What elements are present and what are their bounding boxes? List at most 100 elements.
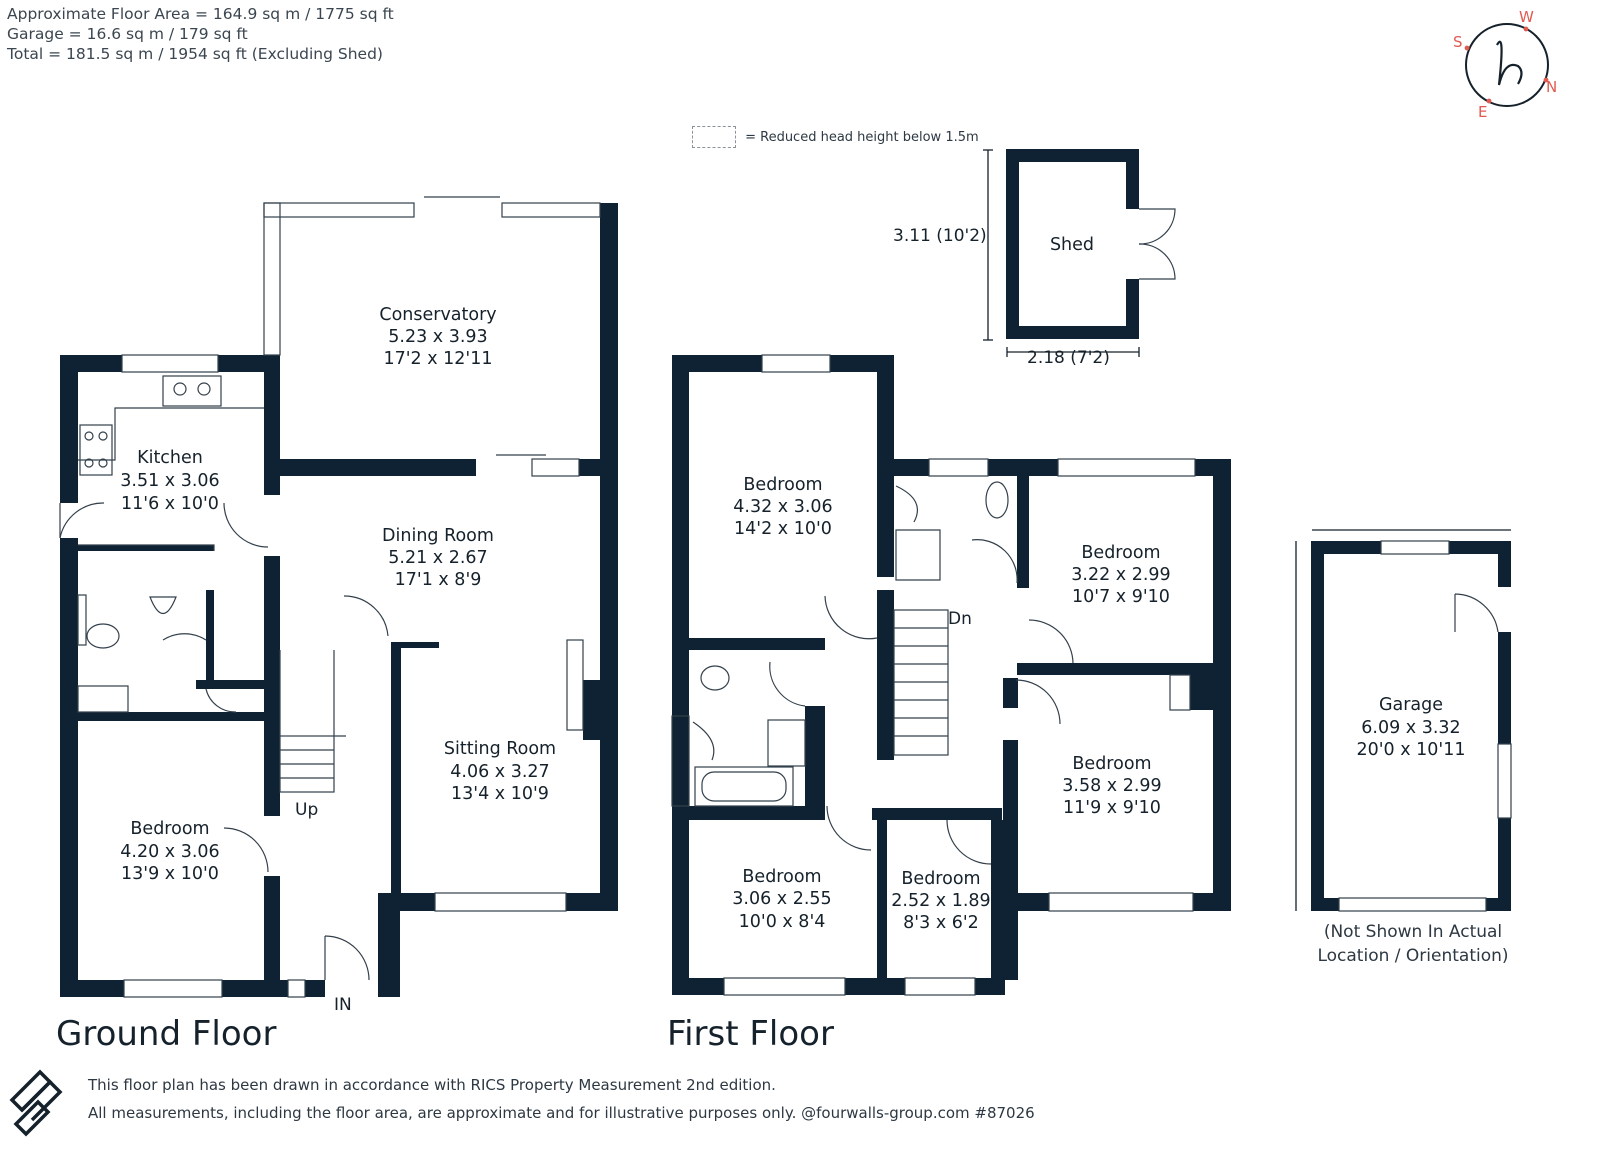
room-imperial: 11'9 x 9'10 bbox=[1063, 798, 1161, 818]
wall bbox=[391, 642, 401, 894]
area-line-total: Total = 181.5 sq m / 1954 sq ft (Excludi… bbox=[7, 45, 383, 63]
wall bbox=[264, 355, 280, 495]
wall bbox=[579, 459, 618, 476]
wall bbox=[196, 680, 280, 689]
ground-room-labels: Conservatory 5.23 x 3.93 17'2 x 12'11 Ki… bbox=[120, 305, 556, 1015]
wall bbox=[872, 808, 1002, 820]
wall bbox=[60, 355, 78, 503]
shed-wall bbox=[1006, 149, 1139, 162]
wall bbox=[1003, 678, 1018, 708]
wall bbox=[975, 978, 1005, 995]
wall bbox=[1017, 476, 1029, 588]
conservatory-frame bbox=[263, 202, 415, 218]
entrance-label: IN bbox=[334, 995, 352, 1015]
garage-imperial: 20'0 x 10'11 bbox=[1356, 740, 1465, 760]
wall bbox=[206, 590, 214, 680]
room-name: Bedroom bbox=[1081, 543, 1160, 563]
room-metric: 3.51 x 3.06 bbox=[120, 471, 219, 491]
room-metric: 3.22 x 2.99 bbox=[1071, 565, 1170, 585]
room-name: Dining Room bbox=[382, 526, 494, 546]
garage-wall bbox=[1498, 541, 1511, 587]
garage-note-line1: (Not Shown In Actual bbox=[1323, 922, 1503, 942]
garage-wall bbox=[1311, 898, 1339, 911]
hob-icon bbox=[79, 424, 113, 476]
room-metric: 5.21 x 2.67 bbox=[388, 548, 487, 568]
basin-icon bbox=[895, 485, 918, 523]
wall bbox=[1003, 740, 1018, 830]
garage-metric: 6.09 x 3.32 bbox=[1361, 718, 1460, 738]
wall bbox=[845, 978, 905, 995]
shed-wall bbox=[1006, 149, 1019, 339]
footer-rics-note: This floor plan has been drawn in accord… bbox=[88, 1076, 776, 1094]
compass-logo: S W N E bbox=[1453, 8, 1557, 121]
wall bbox=[805, 706, 825, 811]
compass-s: S bbox=[1453, 33, 1463, 51]
room-imperial: 8'3 x 6'2 bbox=[903, 913, 979, 933]
wall bbox=[689, 638, 825, 650]
wall bbox=[383, 893, 435, 911]
stairs-up-label: Up bbox=[295, 800, 318, 820]
area-line-garage: Garage = 16.6 sq m / 179 sq ft bbox=[7, 25, 248, 43]
garage-note-line2: Location / Orientation) bbox=[1317, 946, 1509, 966]
wall bbox=[689, 806, 825, 820]
room-metric: 5.23 x 3.93 bbox=[388, 327, 487, 347]
conservatory-frame bbox=[263, 202, 281, 356]
shed-wall bbox=[1126, 149, 1139, 209]
wall bbox=[991, 820, 1003, 980]
wall bbox=[78, 545, 214, 551]
room-imperial: 17'2 x 12'11 bbox=[383, 349, 492, 369]
fireplace bbox=[566, 639, 584, 731]
wall bbox=[378, 893, 400, 997]
wall bbox=[1213, 459, 1231, 911]
room-imperial: 11'6 x 10'0 bbox=[121, 494, 219, 514]
basin-icon bbox=[149, 596, 177, 615]
wall bbox=[566, 893, 618, 911]
floor-area-summary: Approximate Floor Area = 164.9 sq m / 17… bbox=[7, 4, 394, 64]
stairs-down-label: Dn bbox=[948, 609, 972, 629]
garage-wall bbox=[1498, 632, 1511, 744]
shed-name: Shed bbox=[1050, 235, 1094, 255]
wall bbox=[672, 355, 762, 372]
compass-w: W bbox=[1519, 8, 1534, 26]
wall bbox=[280, 459, 476, 476]
shower-icon bbox=[895, 529, 941, 581]
garage-name: Garage bbox=[1379, 695, 1443, 715]
room-imperial: 13'4 x 10'9 bbox=[451, 784, 549, 804]
room-imperial: 10'7 x 9'10 bbox=[1072, 587, 1170, 607]
garage-wall bbox=[1449, 541, 1511, 554]
compass-n: N bbox=[1546, 78, 1557, 96]
room-name: Bedroom bbox=[743, 475, 822, 495]
bedroom-window bbox=[123, 979, 223, 998]
chimney-breast bbox=[583, 680, 618, 740]
wall bbox=[264, 876, 280, 980]
wall bbox=[78, 712, 278, 721]
fourwalls-logo bbox=[9, 1069, 63, 1137]
garage-wall bbox=[1498, 818, 1511, 911]
wall bbox=[672, 978, 724, 995]
room-imperial: 10'0 x 8'4 bbox=[739, 912, 826, 932]
bath-icon bbox=[694, 766, 794, 807]
legend: = Reduced head height below 1.5m bbox=[692, 126, 979, 148]
garage-wall bbox=[1311, 541, 1324, 911]
toilet-icon bbox=[985, 481, 1009, 519]
first-room-labels: Bedroom 4.32 x 3.06 14'2 x 10'0 Bedroom … bbox=[732, 475, 1170, 933]
conservatory-frame bbox=[501, 202, 601, 218]
kitchen-window bbox=[121, 354, 219, 373]
room-imperial: 17'1 x 8'9 bbox=[395, 570, 482, 590]
garage-wall bbox=[1311, 541, 1381, 554]
room-imperial: 13'9 x 10'0 bbox=[121, 864, 219, 884]
wall bbox=[672, 355, 689, 995]
room-metric: 4.32 x 3.06 bbox=[733, 497, 832, 517]
reduced-height-legend-swatch bbox=[692, 126, 736, 148]
wall bbox=[60, 538, 78, 996]
wall bbox=[877, 820, 887, 980]
wall bbox=[60, 980, 124, 997]
basin-icon bbox=[692, 721, 715, 761]
footer-disclaimer: All measurements, including the floor ar… bbox=[88, 1104, 1035, 1122]
room-name: Kitchen bbox=[137, 448, 203, 468]
toilet-icon bbox=[86, 623, 120, 649]
compass-ring bbox=[1465, 23, 1549, 107]
area-line-total-floor: Approximate Floor Area = 164.9 sq m / 17… bbox=[7, 5, 394, 23]
room-name: Conservatory bbox=[379, 305, 496, 325]
